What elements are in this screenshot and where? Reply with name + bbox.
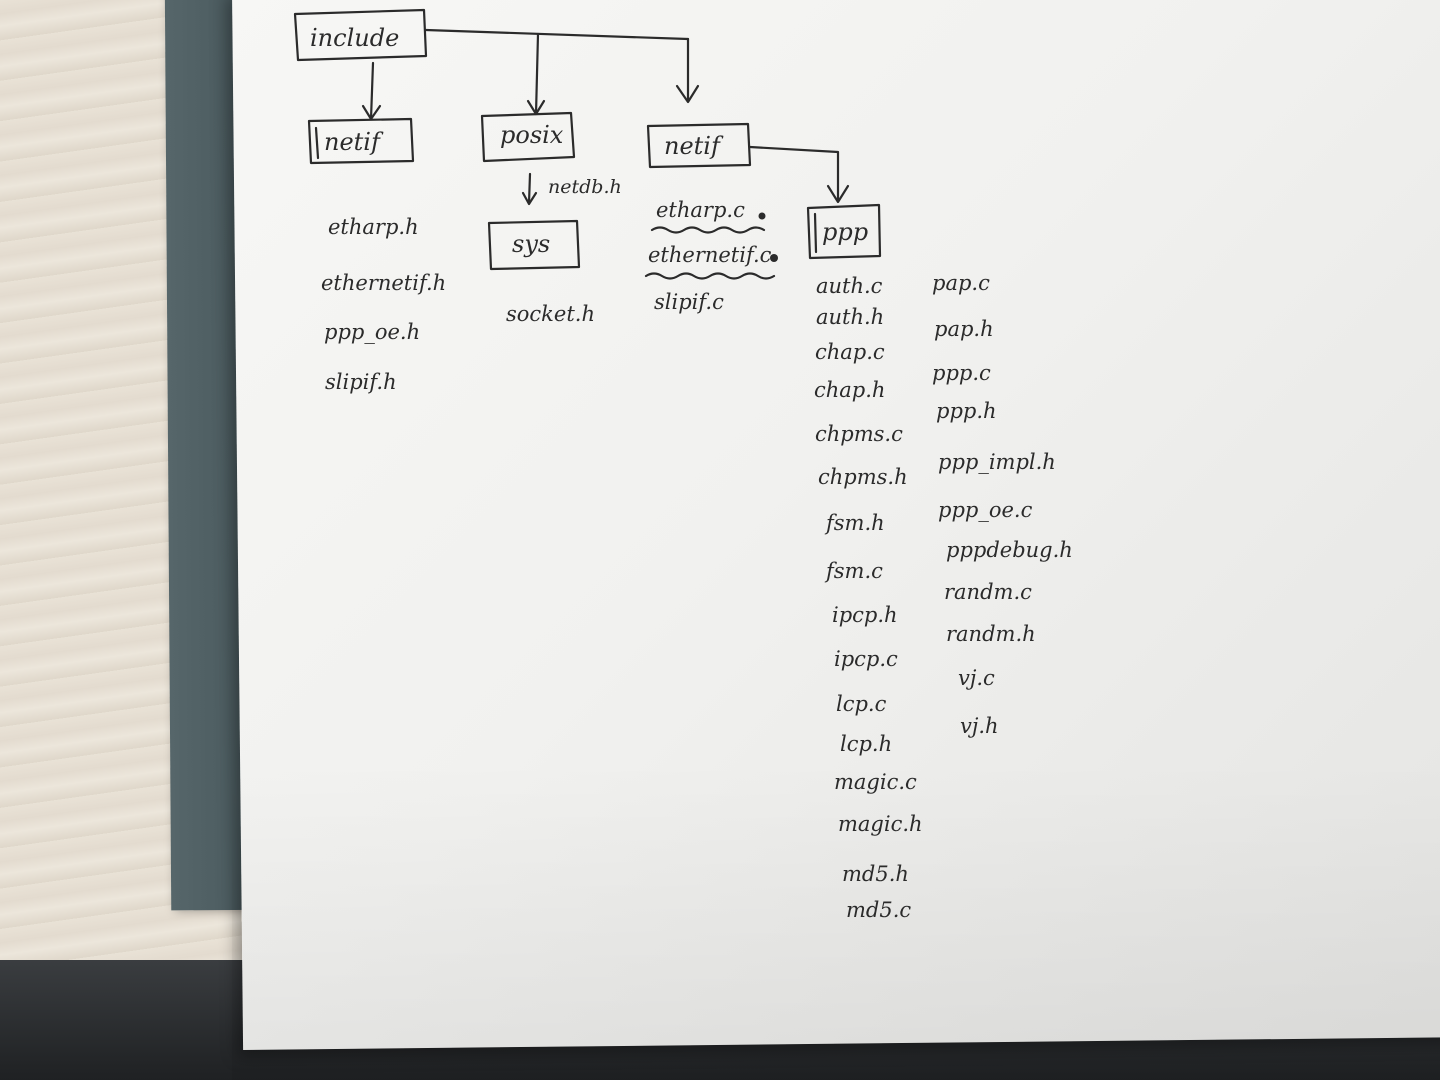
- file-item: ipcp.h: [832, 603, 898, 627]
- file-item: etharp.c: [656, 198, 745, 222]
- file-item: slipif.h: [325, 370, 397, 394]
- folder-netif-right-label: netif: [664, 132, 720, 160]
- file-item: md5.c: [846, 898, 912, 922]
- file-item: ipcp.c: [834, 647, 898, 671]
- file-item: chpms.h: [818, 465, 908, 489]
- file-item: randm.h: [946, 622, 1036, 646]
- posix-netdb-file: netdb.h: [548, 176, 622, 198]
- file-item: fsm.c: [826, 559, 883, 583]
- file-item: pppdebug.h: [946, 538, 1073, 562]
- file-item: pap.h: [934, 317, 994, 341]
- folder-posix-label: posix: [500, 121, 564, 149]
- file-item: auth.c: [816, 274, 883, 298]
- file-item: md5.h: [842, 862, 909, 886]
- file-item: vj.c: [958, 666, 995, 690]
- file-item: lcp.h: [840, 732, 893, 756]
- file-item: pap.c: [932, 271, 990, 295]
- file-item: auth.h: [816, 305, 885, 329]
- folder-include-label: include: [310, 24, 400, 52]
- file-item: etharp.h: [328, 215, 419, 239]
- file-item: chap.c: [815, 340, 885, 364]
- file-item: ppp_impl.h: [938, 450, 1056, 474]
- file-item: fsm.h: [826, 511, 885, 535]
- file-item: ppp_oe.h: [324, 320, 421, 344]
- file-item: ethernetif.c: [648, 243, 772, 267]
- file-item: vj.h: [960, 714, 999, 738]
- file-item: ppp.c: [932, 361, 991, 385]
- file-item: ethernetif.h: [321, 271, 447, 295]
- folder-ppp-label: ppp: [822, 218, 869, 246]
- file-item: randm.c: [944, 580, 1032, 604]
- file-item: ppp.h: [936, 399, 997, 423]
- file-item: lcp.c: [836, 692, 887, 716]
- folder-sys-label: sys: [512, 230, 551, 258]
- file-item: chpms.c: [815, 422, 903, 446]
- file-item: magic.h: [838, 812, 923, 836]
- file-item: chap.h: [814, 378, 886, 402]
- folder-netif-left-label: netif: [324, 128, 380, 156]
- file-item: magic.c: [834, 770, 917, 794]
- file-item: ppp_oe.c: [938, 498, 1033, 522]
- file-item: slipif.c: [654, 290, 724, 314]
- file-item: socket.h: [506, 302, 595, 326]
